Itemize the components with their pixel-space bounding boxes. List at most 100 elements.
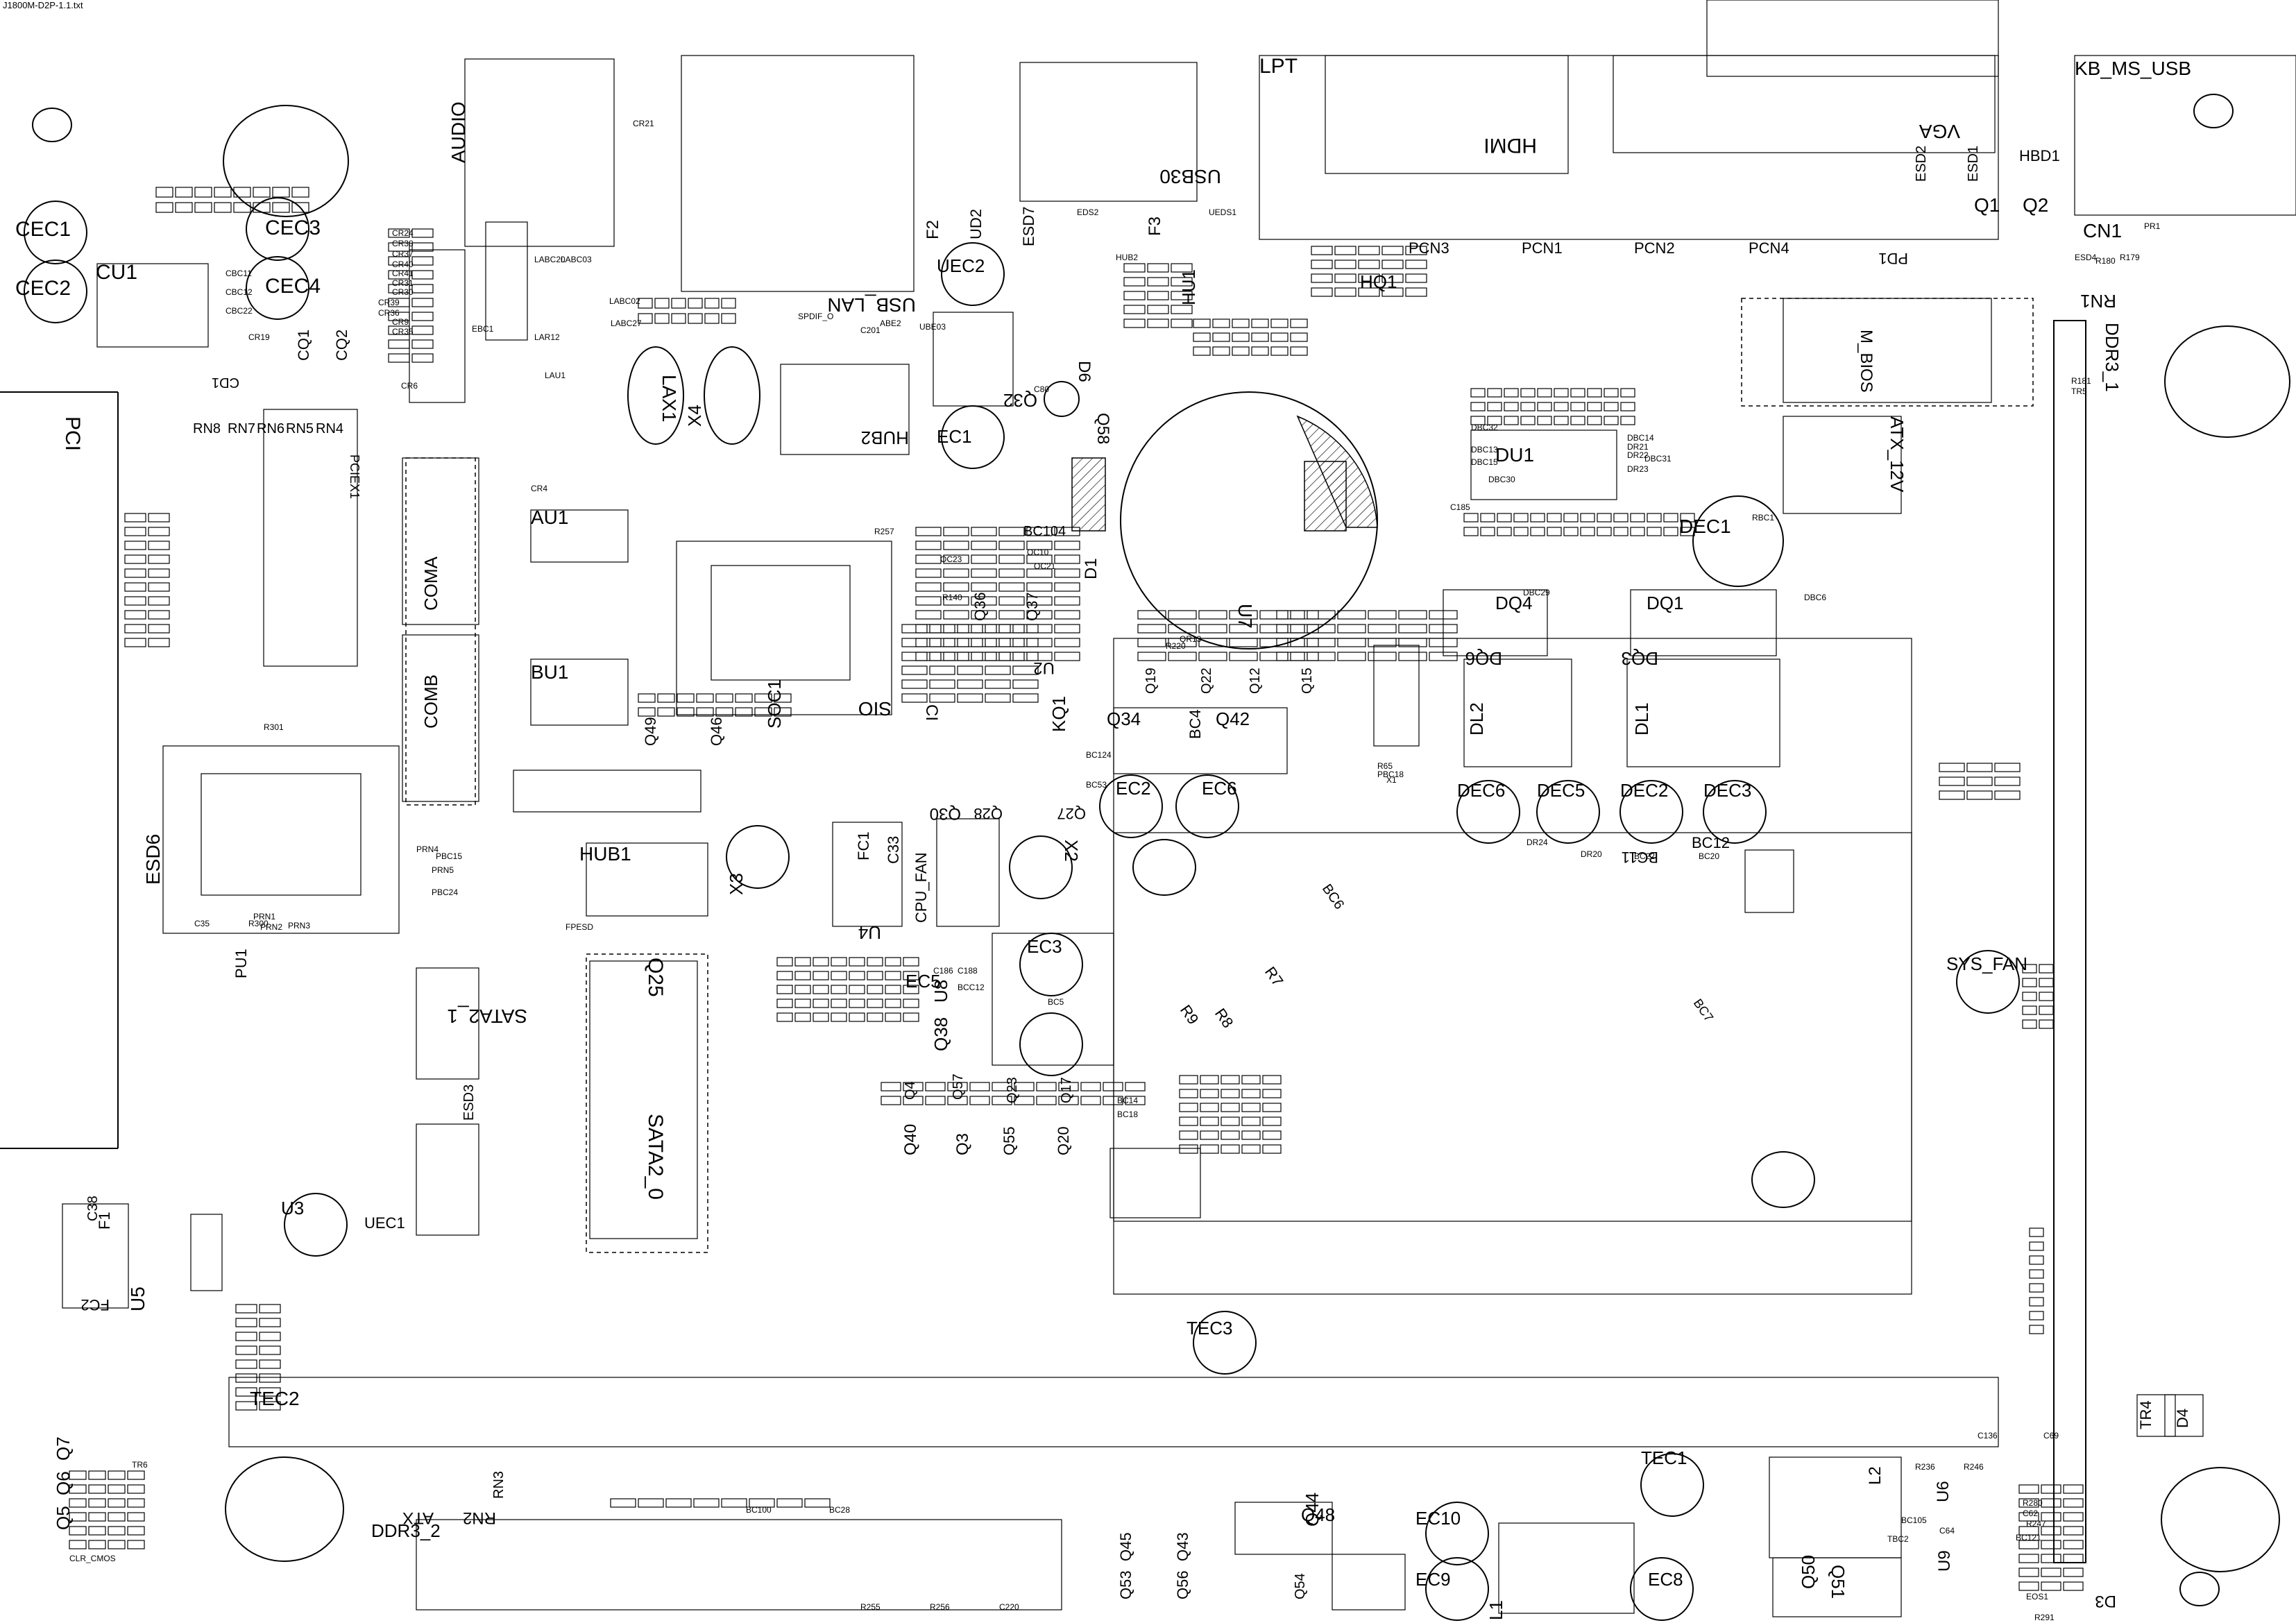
smd-pad [776, 971, 793, 980]
smd-pad [2029, 1255, 2044, 1265]
smd-pad [2039, 978, 2054, 987]
smd-pad [831, 999, 847, 1008]
smd-pad [2063, 1540, 2084, 1549]
smd-pad [1200, 1089, 1219, 1098]
smd-pad [1232, 346, 1250, 356]
smd-pad [1587, 402, 1602, 411]
smd-pad [1290, 346, 1308, 356]
smd-pad [1058, 1096, 1079, 1105]
smd-pad [235, 1318, 257, 1327]
label-q25: Q25 [644, 958, 667, 997]
small-label-dbc32: DBC32 [1471, 423, 1498, 432]
smd-pad [1487, 416, 1502, 425]
label-fc2: FC2 [80, 1296, 110, 1314]
label-esd6: ESD6 [142, 834, 164, 885]
label-coma: COMA [420, 556, 441, 611]
component-outlines [62, 0, 2296, 1617]
smd-pad [1966, 763, 1993, 772]
smd-pad [915, 582, 942, 592]
smd-pad [2063, 1512, 2084, 1522]
small-label-c35: C35 [194, 919, 210, 928]
smd-pad [1270, 346, 1289, 356]
smd-pad [2063, 1498, 2084, 1508]
smd-pad [1262, 1103, 1282, 1112]
smd-pad [1620, 416, 1635, 425]
smd-pad [1259, 652, 1289, 661]
smd-pad [1563, 513, 1579, 522]
smd-pad [971, 596, 997, 606]
smd-pad [1229, 638, 1258, 647]
smd-pad [2018, 1526, 2039, 1536]
smd-pad [1334, 273, 1357, 283]
smd-pad [1368, 624, 1397, 634]
smd-pad [1221, 1130, 1240, 1140]
small-label-r280: R280 [2023, 1498, 2043, 1508]
smd-pad [1026, 638, 1053, 647]
smd-pad [124, 554, 146, 564]
smd-pad [1337, 610, 1366, 620]
label-q38: Q38 [930, 1017, 951, 1051]
smd-pad [1198, 652, 1227, 661]
smd-pad [776, 1498, 803, 1508]
label-r8: R8 [1211, 1005, 1237, 1031]
smd-pad [776, 999, 793, 1008]
smd-pad [1262, 1089, 1282, 1098]
smd-pad [657, 707, 675, 717]
smd-pad [971, 582, 997, 592]
smd-pad [985, 652, 1011, 661]
smd-pad [957, 638, 983, 647]
smd-pad [1587, 416, 1602, 425]
smd-pad [638, 313, 653, 324]
smd-pad [1307, 624, 1336, 634]
small-label-bc53: BC53 [1086, 780, 1107, 790]
smd-pad [1012, 638, 1039, 647]
small-label-r140: R140 [942, 593, 962, 602]
smd-pad [1405, 260, 1427, 269]
small-label-dbc29: DBC29 [1523, 588, 1550, 597]
smd-pad [1262, 1075, 1282, 1085]
smd-pad [2029, 1297, 2044, 1307]
smd-pad [831, 957, 847, 967]
smd-pad [1276, 624, 1305, 634]
label-bc6: BC6 [1319, 881, 1347, 912]
smd-pad [2022, 964, 2037, 974]
smd-pad [903, 1096, 924, 1105]
label-q44: Q44 [1302, 1493, 1323, 1527]
smd-pad [194, 202, 212, 213]
smd-pad [235, 1387, 257, 1397]
smd-pad [1171, 291, 1193, 300]
label-r7: R7 [1261, 964, 1287, 989]
smd-pad [2029, 1325, 2044, 1334]
small-label-eds2: EDS2 [1077, 207, 1099, 217]
label-pciex1: PCIEX1 [348, 454, 362, 499]
smd-pad [124, 582, 146, 592]
label-q34: Q34 [1107, 708, 1141, 729]
small-label-cr19: CR19 [248, 332, 270, 342]
smd-pad [88, 1512, 106, 1522]
smd-pad [1200, 1116, 1219, 1126]
smd-pad [1405, 246, 1427, 255]
smd-pad [1429, 652, 1458, 661]
smd-pad [1537, 388, 1552, 398]
smd-pad [235, 1304, 257, 1314]
label-d3: D3 [2095, 1592, 2116, 1611]
small-label-dbc13: DBC13 [1471, 445, 1498, 454]
smd-pad [696, 707, 714, 717]
small-label-bc28: BC28 [829, 1505, 850, 1515]
smd-pad [411, 353, 434, 363]
smd-pad [867, 985, 883, 994]
smd-pad [1012, 679, 1039, 689]
smd-pad [943, 541, 969, 550]
smd-pad [2063, 1567, 2084, 1577]
smd-pad [124, 638, 146, 647]
label-tec3: TEC3 [1187, 1318, 1232, 1339]
smd-pad [1054, 652, 1080, 661]
smd-pad [1168, 638, 1197, 647]
label-cu1: CU1 [96, 261, 137, 284]
smd-pad [2039, 1005, 2054, 1015]
smd-pad [903, 971, 919, 980]
label-q58: Q58 [1094, 413, 1112, 444]
small-label-oc23: OC23 [940, 554, 962, 564]
smd-pad [998, 568, 1025, 578]
label-q50: Q50 [1798, 1555, 1819, 1589]
